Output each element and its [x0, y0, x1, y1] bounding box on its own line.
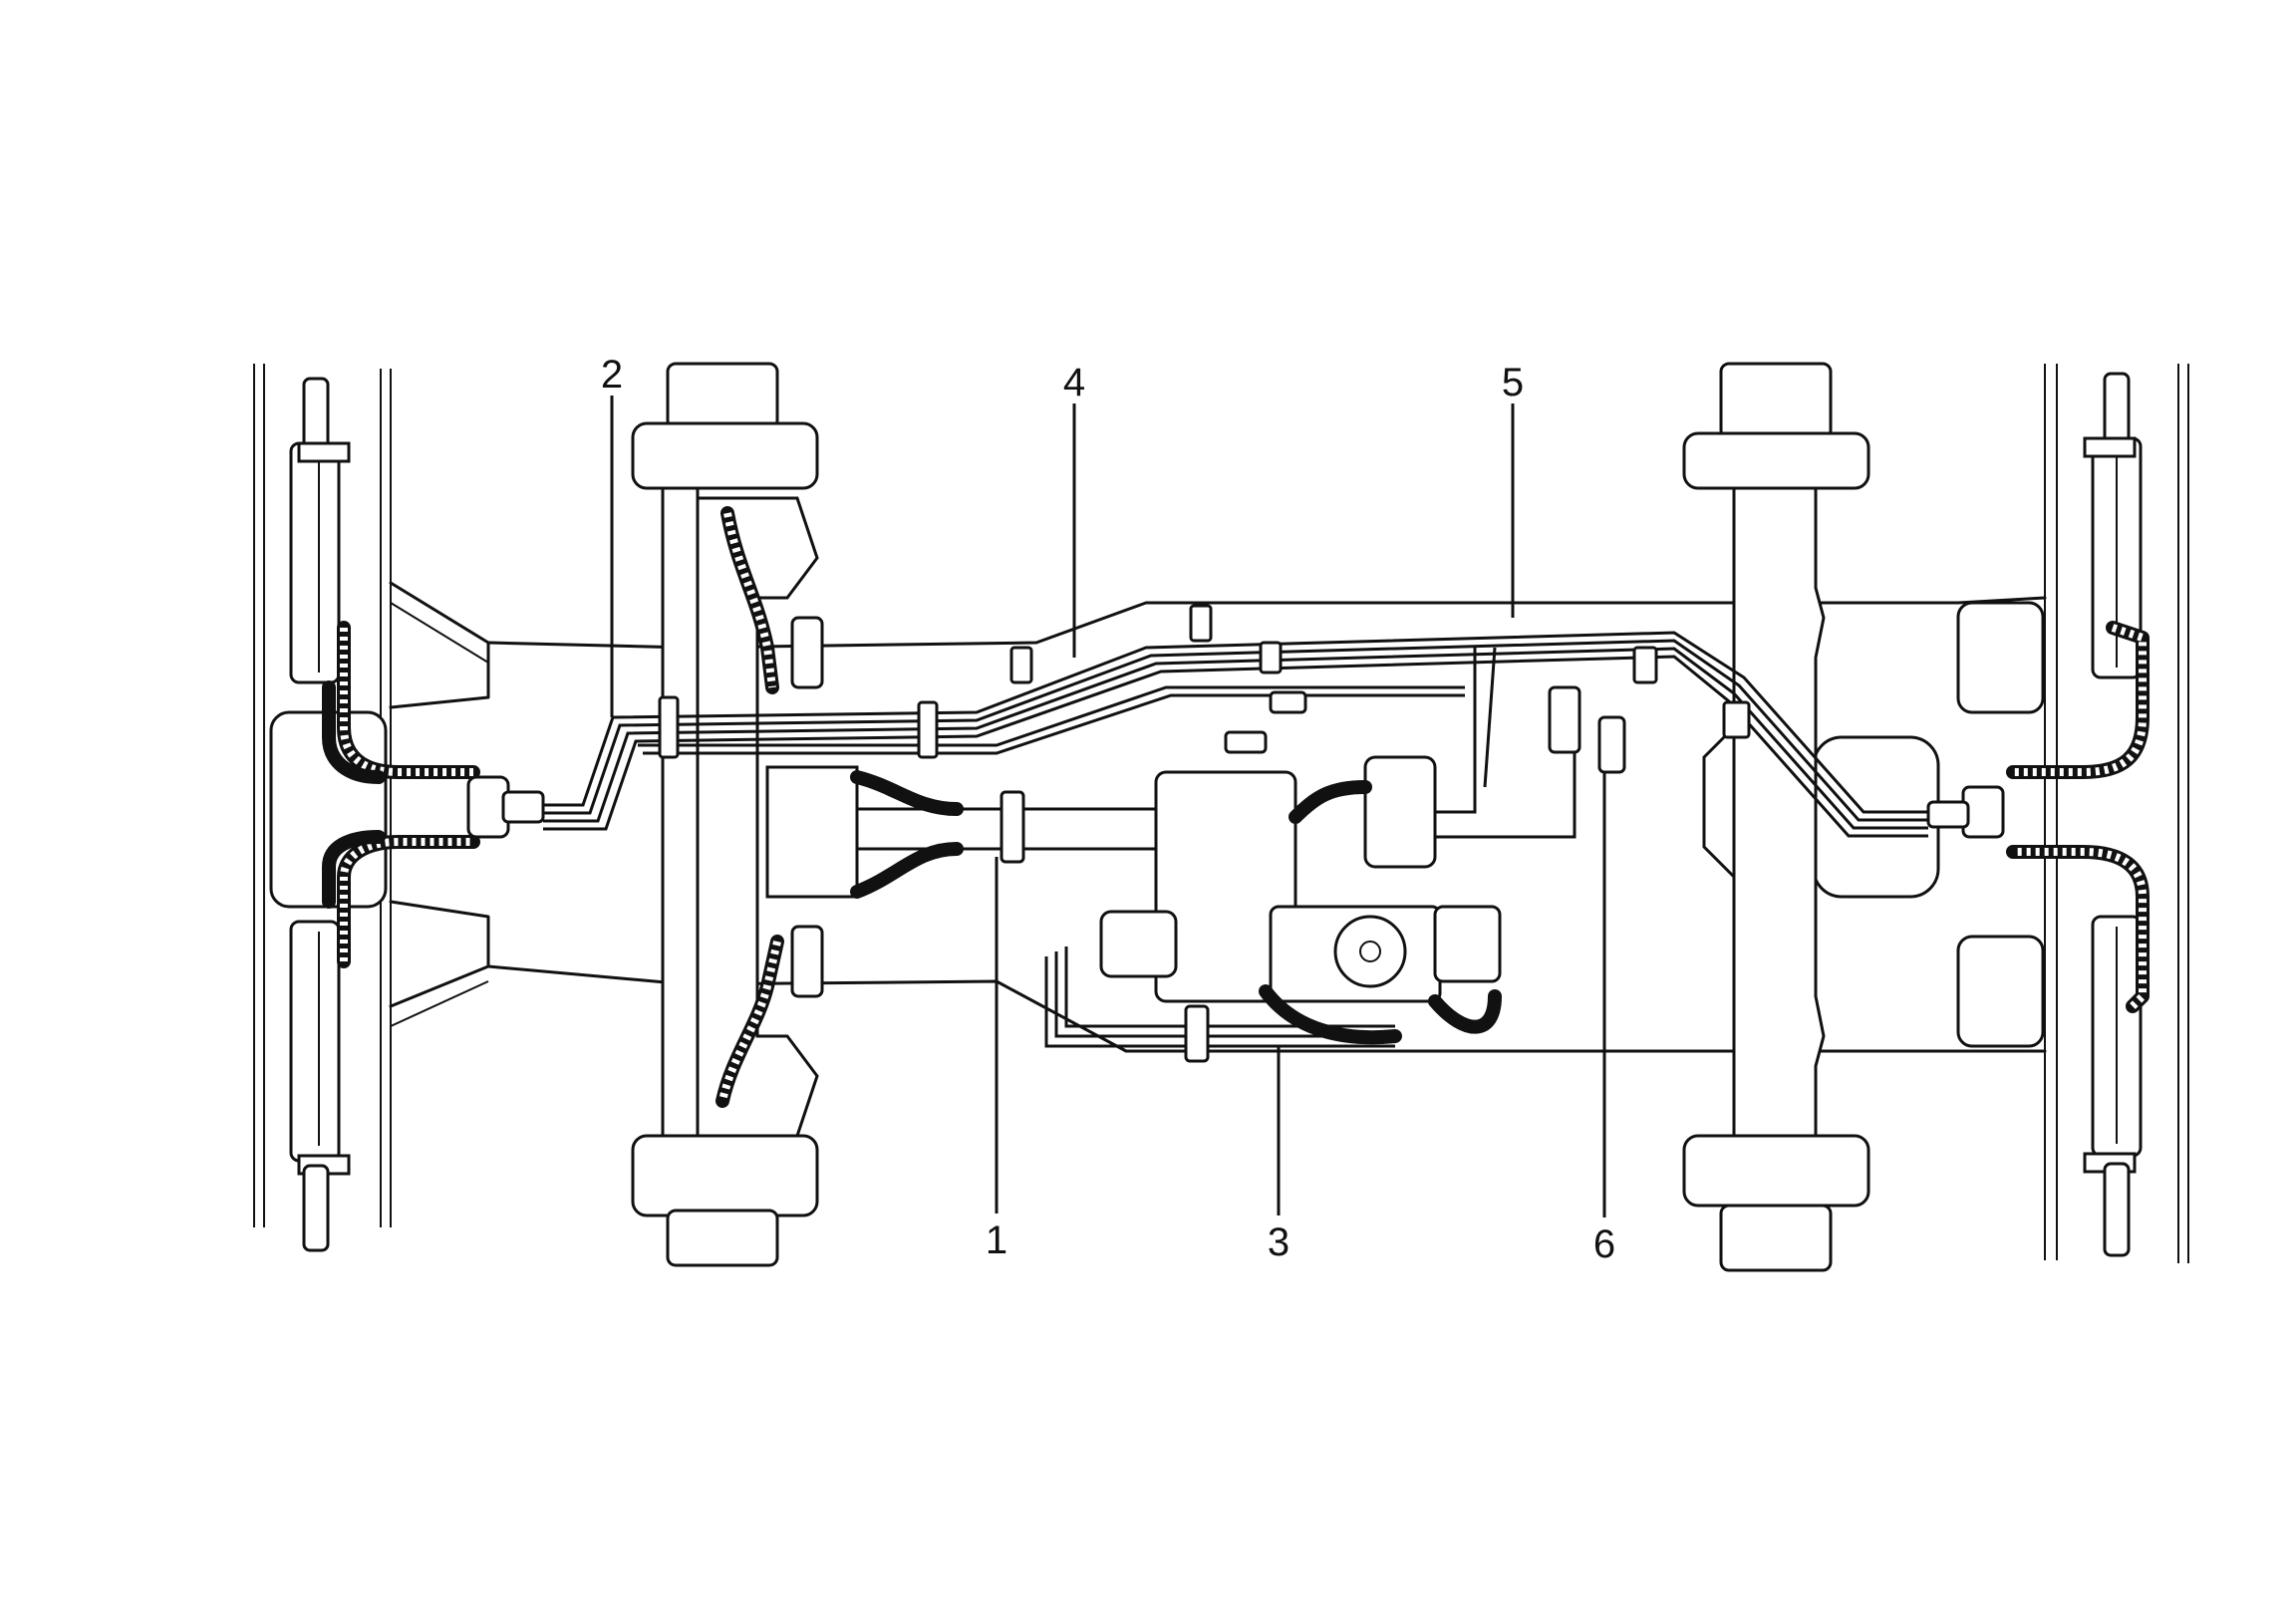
right-hoses	[1926, 621, 2150, 1013]
pump-assembly	[1099, 647, 1626, 1045]
callout-3: 3	[1268, 1220, 1290, 1264]
callout-labels: 2 4 5 1 3 6	[601, 353, 1615, 1266]
callout-1: 1	[986, 1218, 1007, 1262]
callout-6: 6	[1593, 1222, 1615, 1266]
left-steering-cylinders	[289, 377, 351, 1252]
right-steering-cylinders	[2083, 372, 2143, 1257]
left-axle	[631, 362, 859, 1267]
right-axle	[1682, 362, 1870, 1272]
callout-5: 5	[1502, 361, 1524, 404]
callout-2: 2	[601, 353, 623, 397]
callout-4: 4	[1063, 361, 1085, 404]
pipe-bundles	[543, 604, 1928, 1063]
callout-leaders	[610, 396, 1606, 1217]
left-hoses	[322, 506, 784, 1108]
